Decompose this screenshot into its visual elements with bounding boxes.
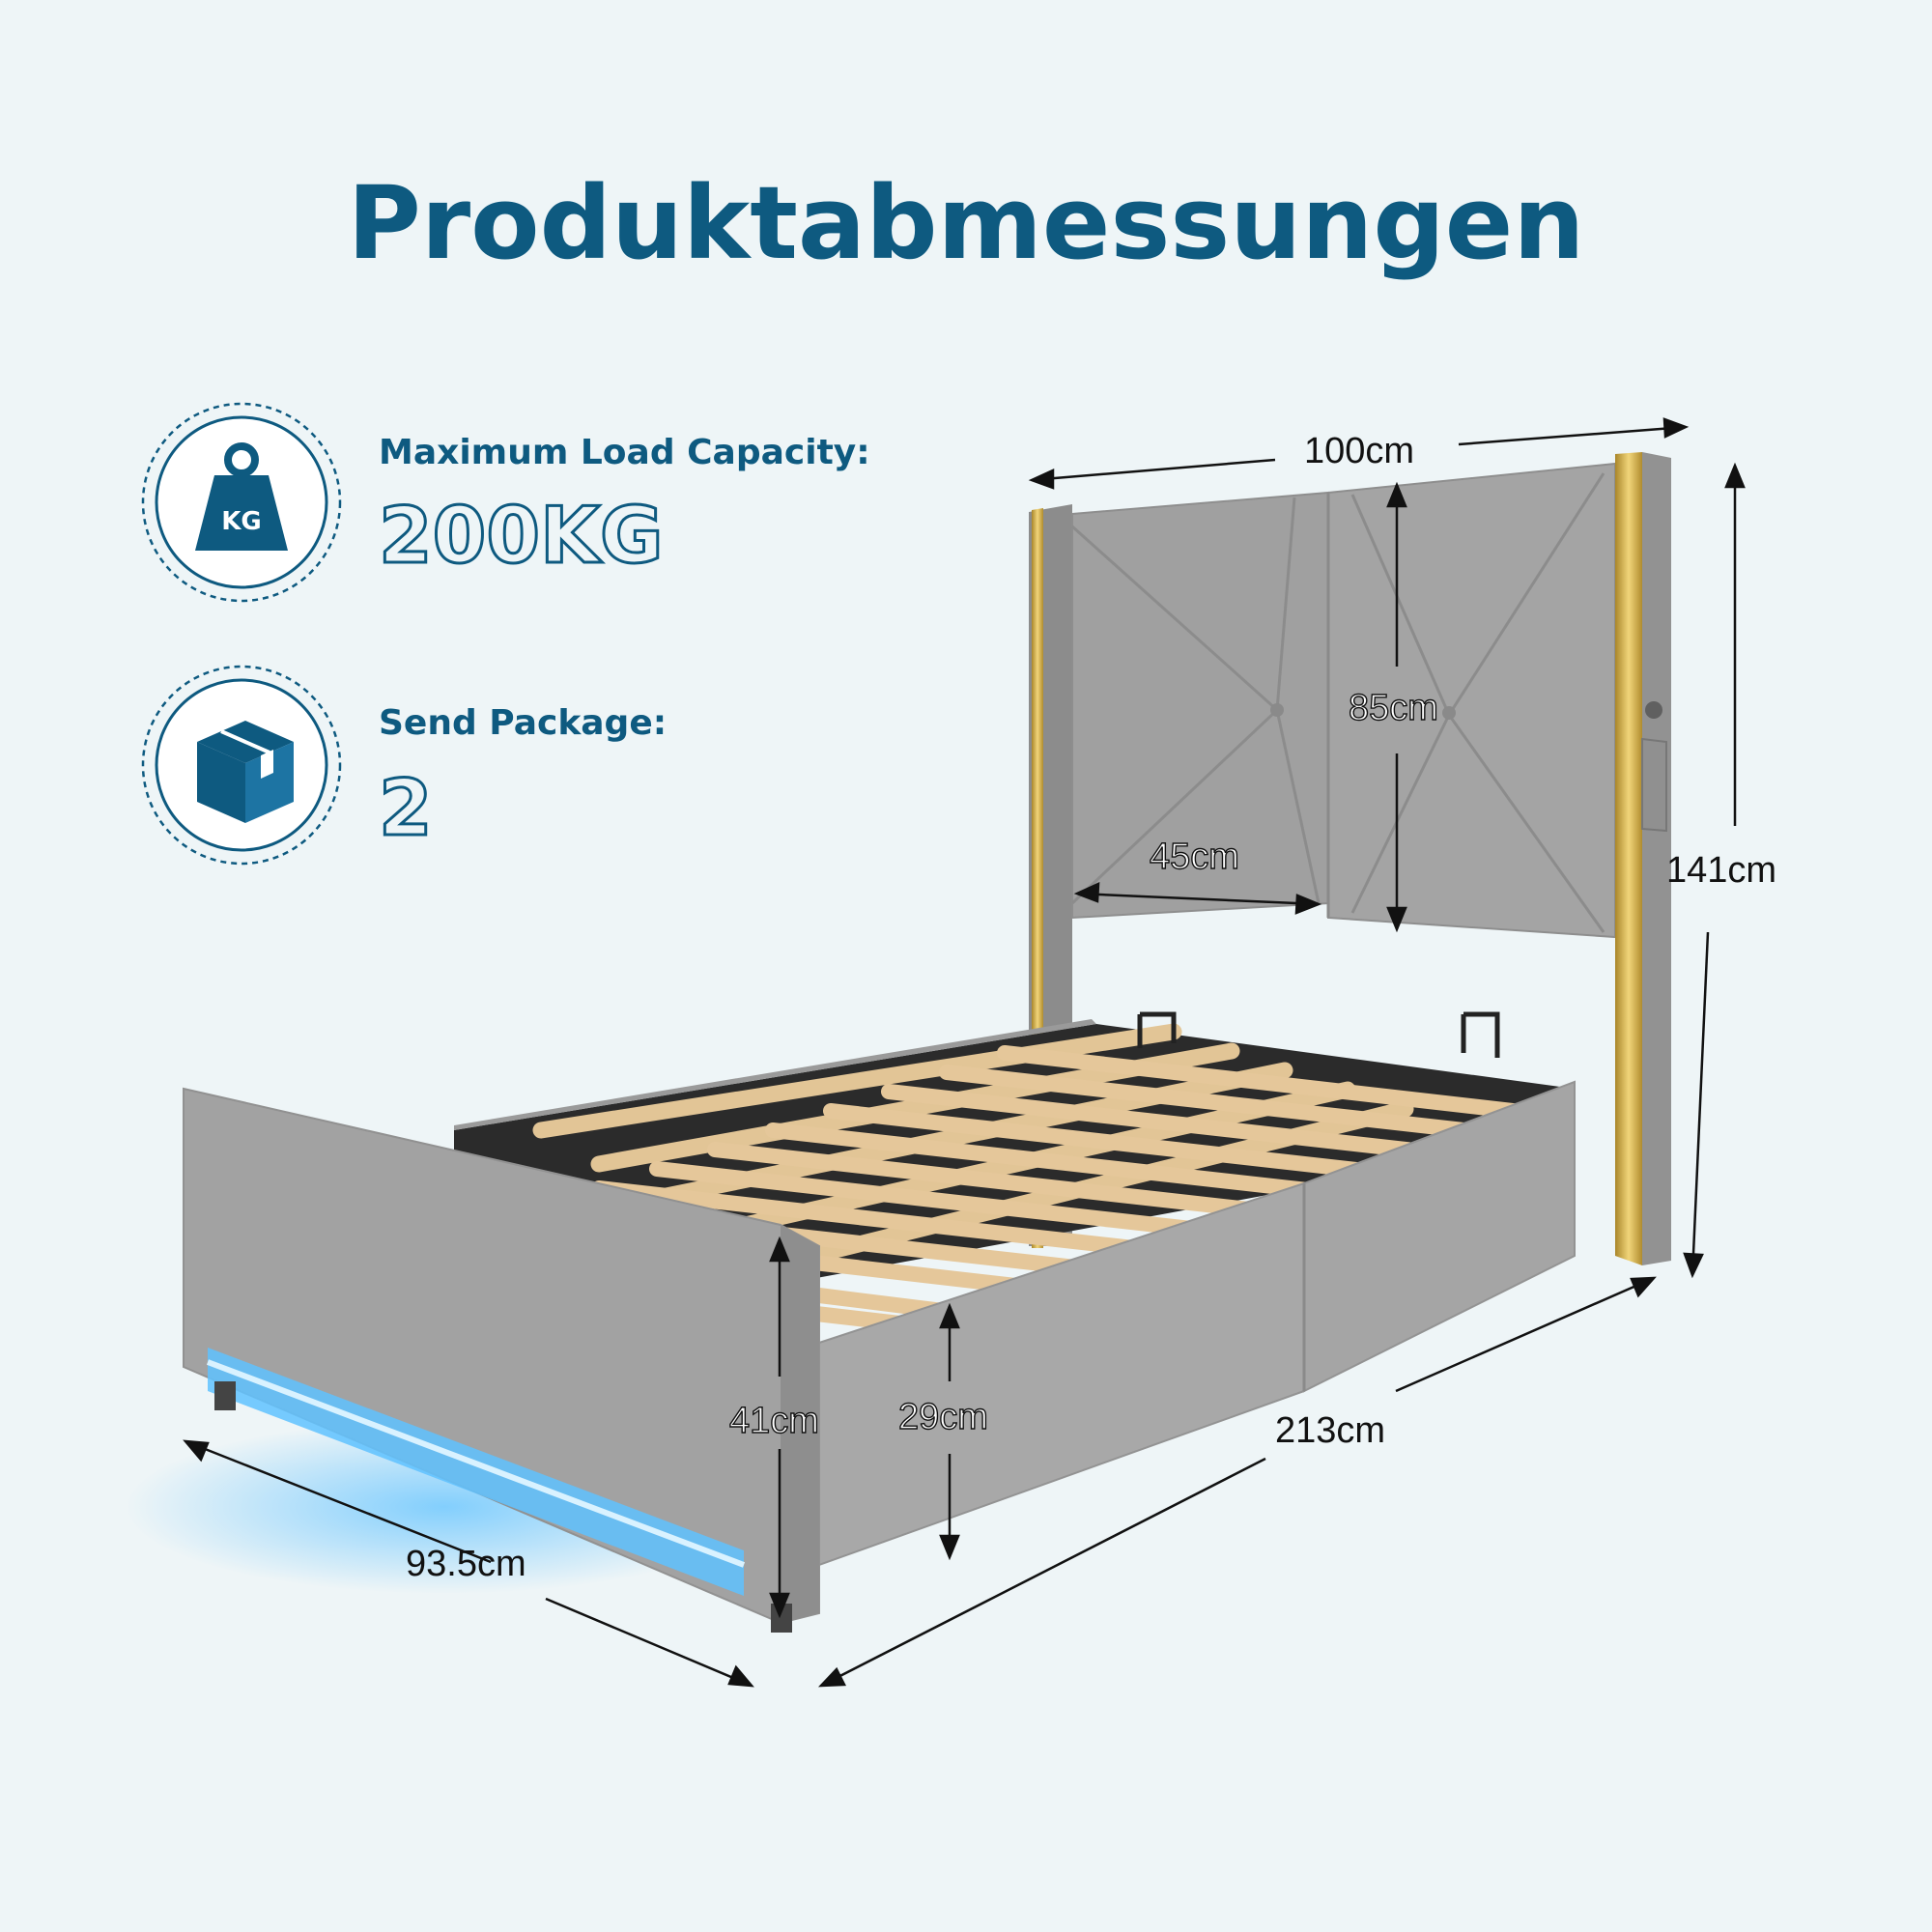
dimension-side-height-label: 29cm — [897, 1396, 988, 1437]
headboard — [1029, 452, 1671, 1265]
dimension-footboard-height-label: 41cm — [728, 1400, 819, 1441]
load-capacity-label: Maximum Load Capacity: — [379, 433, 870, 472]
footboard — [183, 1087, 820, 1633]
dimension-width-label: 100cm — [1304, 431, 1415, 471]
send-package-label: Send Package: — [379, 703, 668, 743]
dimension-lines — [183, 417, 1746, 1688]
send-package-value: 2 — [378, 762, 435, 855]
side-rail — [454, 1019, 1576, 1567]
dimension-headboard-height-label: 85cm — [1348, 687, 1438, 728]
dimension-total-height-label: 141cm — [1666, 850, 1777, 891]
dimension-panel-width-label: 45cm — [1149, 836, 1239, 877]
load-capacity-value: 200KG — [378, 490, 666, 582]
dimension-bed-width-label: 93.5cm — [406, 1544, 526, 1584]
page-title: Produktabmessungen — [347, 164, 1585, 282]
dimension-length-label: 213cm — [1275, 1410, 1386, 1451]
